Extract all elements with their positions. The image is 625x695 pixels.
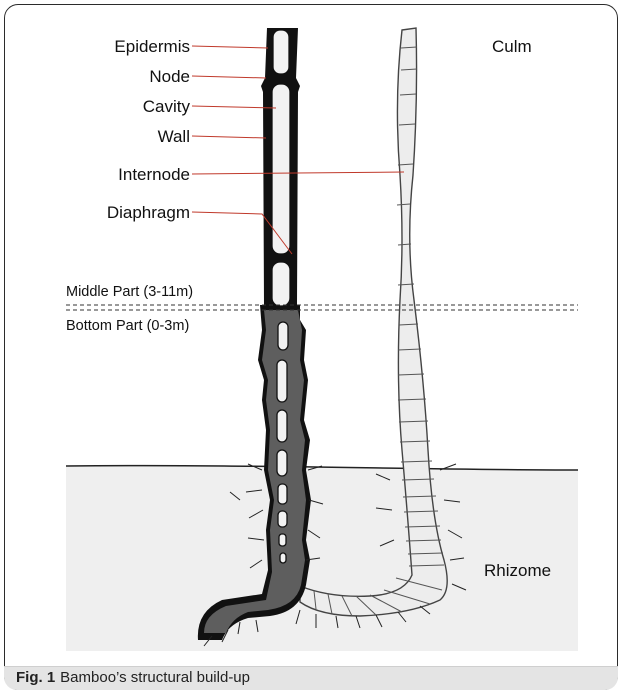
label-diaphragm: Diaphragm xyxy=(107,203,190,222)
label-epidermis: Epidermis xyxy=(114,37,190,56)
label-bottom-part: Bottom Part (0-3m) xyxy=(66,318,189,334)
figure-caption: Fig. 1 Bamboo’s structural build-up xyxy=(4,666,618,690)
label-cavity: Cavity xyxy=(143,97,191,116)
label-middle-part: Middle Part (3-11m) xyxy=(66,284,193,300)
label-internode: Internode xyxy=(118,165,190,184)
section-divider xyxy=(66,305,578,310)
caption-text: Bamboo’s structural build-up xyxy=(60,669,250,686)
label-rhizome: Rhizome xyxy=(484,561,551,580)
label-wall: Wall xyxy=(158,127,190,146)
caption-label: Fig. 1 xyxy=(16,669,55,686)
label-node: Node xyxy=(149,67,190,86)
ground-area xyxy=(66,466,578,651)
label-culm: Culm xyxy=(492,37,532,56)
leader-lines xyxy=(192,46,404,254)
